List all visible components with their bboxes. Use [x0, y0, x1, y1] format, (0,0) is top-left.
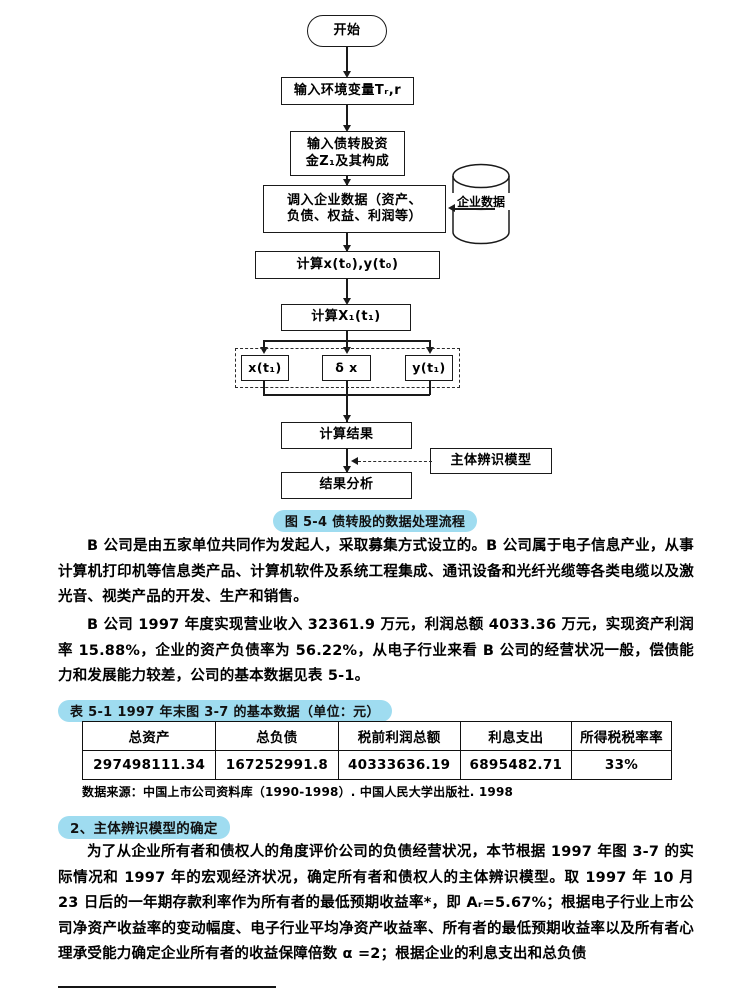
- flow-node-input-capital-line1: 输入债转股资: [306, 137, 388, 153]
- connector-delta-to-result: [346, 381, 348, 422]
- flowchart-diagram: 开始 输入环境变量Tᵣ,r 输入债转股资 金Z₁及其构成 调入企业数据（资产、 …: [235, 15, 552, 499]
- flow-node-delta-x: δ x: [322, 355, 371, 381]
- paragraph-identification-model: 为了从企业所有者和债权人的角度评价公司的负债经营状况，本节根据 1997 年图 …: [58, 844, 694, 962]
- footnote-separator: [58, 986, 276, 988]
- arrow-result-to-analysis: [342, 466, 351, 473]
- flow-node-load-enterprise-data: 调入企业数据（资产、 负债、权益、利润等）: [263, 185, 446, 233]
- table-header-row: 总资产 总负债 税前利润总额 利息支出 所得税税率率: [81, 721, 673, 751]
- table-header-total-assets: 总资产: [81, 721, 217, 751]
- connector-db-to-load: [455, 208, 495, 210]
- flow-node-calc-X1-t1: 计算X₁(t₁): [281, 304, 411, 331]
- arrow-delta-to-result: [342, 415, 351, 422]
- connector-load-to-calc-xy: [346, 233, 348, 251]
- section-heading: 2、主体辨识模型的确定: [58, 816, 230, 839]
- flow-node-calc-X1-t1-label: 计算X₁(t₁): [311, 309, 381, 325]
- connector-fanout-left-drop: [263, 340, 265, 352]
- flow-node-x-t1: x(t₁): [241, 355, 289, 381]
- arrow-identify-model-to-flow: [351, 456, 358, 465]
- flow-node-result-analysis-label: 结果分析: [319, 477, 374, 493]
- arrow-input-env-to-capital: [342, 125, 351, 132]
- flow-node-x-t1-label: x(t₁): [248, 360, 282, 376]
- table-row: 297498111.34 167252991.8 40333636.19 689…: [81, 750, 673, 780]
- flow-node-y-t1-label: y(t₁): [412, 360, 446, 376]
- arrow-to-x-t1: [259, 347, 268, 354]
- flow-node-identify-model-label: 主体辨识模型: [450, 452, 532, 468]
- paragraph-company-intro: B 公司是由五家单位共同作为发起人，采取募集方式设立的。B 公司属于电子信息产业…: [58, 538, 694, 605]
- connector-fanout-right-drop: [429, 340, 431, 352]
- table-header-income-tax-rate: 所得税税率率: [570, 721, 673, 751]
- table-header-total-liabilities: 总负债: [215, 721, 339, 751]
- connector-y-t1-feedback-down: [429, 381, 431, 395]
- flow-node-calc-xy-t0: 计算x(t₀),y(t₀): [255, 251, 440, 279]
- connector-result-to-analysis: [346, 449, 348, 472]
- flow-node-calc-xy-t0-label: 计算x(t₀),y(t₀): [296, 256, 399, 272]
- flow-node-input-env: 输入环境变量Tᵣ,r: [281, 77, 414, 105]
- figure-caption-text: 图 5-4 债转股的数据处理流程: [272, 510, 478, 532]
- paragraph-financials-1997: B 公司 1997 年度实现营业收入 32361.9 万元，利润总额 4033.…: [58, 617, 694, 684]
- connector-start-to-input-env: [346, 47, 348, 75]
- connector-input-env-to-capital: [346, 105, 348, 130]
- table-header-interest-expense: 利息支出: [459, 721, 572, 751]
- arrow-to-delta-x: [342, 347, 351, 354]
- database-cylinder-label: 企业数据: [448, 193, 514, 210]
- flow-node-result-analysis: 结果分析: [281, 472, 412, 499]
- table-caption-text: 表 5-1 1997 年末图 3-7 的基本数据（单位：元）: [58, 700, 392, 722]
- flow-node-identify-model: 主体辨识模型: [430, 448, 552, 474]
- flow-node-delta-x-label: δ x: [335, 360, 358, 376]
- arrow-load-to-calc-xy: [342, 245, 351, 252]
- table-cell-income-tax-rate: 33%: [570, 750, 673, 780]
- connector-calc-xy-to-calc-X1: [346, 279, 348, 303]
- table-header-pretax-profit: 税前利润总额: [337, 721, 461, 751]
- flow-node-load-data-line2: 负债、权益、利润等）: [286, 209, 422, 224]
- figure-caption: 图 5-4 债转股的数据处理流程: [0, 510, 750, 532]
- flow-node-input-env-label: 输入环境变量Tᵣ,r: [293, 82, 402, 98]
- flow-node-calc-result: 计算结果: [281, 422, 412, 449]
- flow-node-start-label: 开始: [333, 22, 361, 38]
- connector-fanout-bus: [263, 340, 430, 342]
- arrow-capital-to-load: [342, 179, 351, 186]
- arrow-start-to-input-env: [342, 71, 351, 78]
- flow-node-start: 开始: [307, 15, 387, 47]
- flow-node-input-capital: 输入债转股资 金Z₁及其构成: [290, 131, 405, 176]
- flow-node-y-t1: y(t₁): [405, 355, 453, 381]
- arrow-to-y-t1: [425, 347, 434, 354]
- table-caption: 表 5-1 1997 年末图 3-7 的基本数据（单位：元）: [58, 700, 392, 722]
- flow-node-input-capital-line2: 金Z₁及其构成: [305, 153, 390, 169]
- connector-identify-model-to-flow: [358, 461, 432, 462]
- flow-node-calc-result-label: 计算结果: [319, 427, 374, 443]
- table-cell-total-assets: 297498111.34: [81, 750, 217, 780]
- table-data-source: 数据来源：中国上市公司资料库（1990-1998）. 中国人民大学出版社. 19…: [82, 785, 514, 799]
- flow-node-load-data-line1: 调入企业数据（资产、: [286, 192, 422, 208]
- arrow-calc-xy-to-calc-X1: [342, 298, 351, 305]
- table-cell-total-liabilities: 167252991.8: [215, 750, 339, 780]
- basic-data-table: 总资产 总负债 税前利润总额 利息支出 所得税税率率 297498111.34 …: [81, 721, 673, 780]
- connector-x-t1-feedback-down: [263, 381, 265, 395]
- arrow-db-to-load: [448, 203, 455, 212]
- section-heading-text: 2、主体辨识模型的确定: [58, 816, 230, 839]
- table-cell-interest-expense: 6895482.71: [459, 750, 572, 780]
- table-cell-pretax-profit: 40333636.19: [337, 750, 461, 780]
